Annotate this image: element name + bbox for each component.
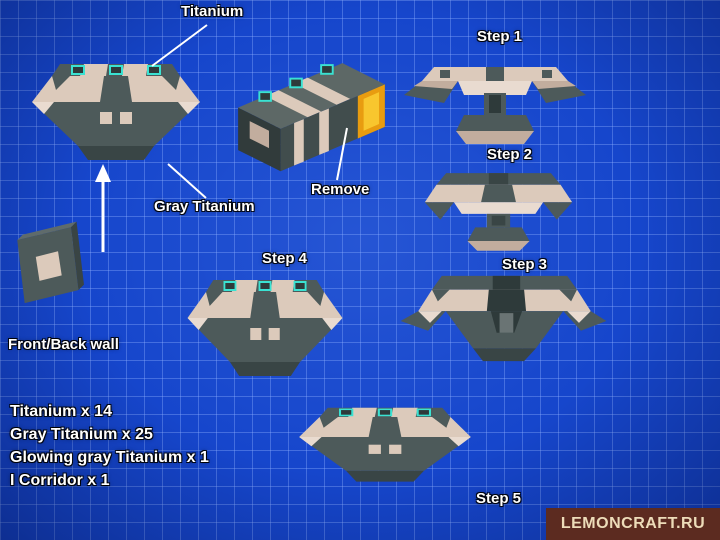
front-back-wall-label: Front/Back wall <box>8 336 119 353</box>
hull-side-body <box>238 63 385 172</box>
step4-illustration <box>186 279 344 377</box>
watermark: LEMONCRAFT.RU <box>546 508 720 540</box>
materials-item: Gray Titanium x 25 <box>10 426 153 443</box>
remove-target-block <box>357 84 385 139</box>
hull-side-remove-illustration <box>238 63 385 172</box>
step-3-label: Step 3 <box>502 256 548 273</box>
materials-item: I Corridor x 1 <box>10 472 110 489</box>
step-2-label: Step 2 <box>487 146 533 163</box>
step-4-label: Step 4 <box>262 250 308 267</box>
gray-titanium-label: Gray Titanium <box>154 198 255 215</box>
materials-item: Glowing gray Titanium x 1 <box>10 449 209 466</box>
remove-label: Remove <box>311 181 370 198</box>
step-5-label: Step 5 <box>476 490 522 507</box>
step-1-label: Step 1 <box>477 28 523 45</box>
titanium-label: Titanium <box>181 3 244 20</box>
step3-illustration <box>400 275 607 362</box>
hull-front-left-illustration <box>31 63 201 161</box>
materials-item: Titanium x 14 <box>10 403 112 420</box>
step2-illustration <box>424 173 573 251</box>
wall-block-illustration <box>17 221 84 304</box>
step5-illustration <box>298 406 472 483</box>
materials-list: Titanium x 14 Gray Titanium x 25 Glowing… <box>10 400 209 492</box>
step1-illustration <box>404 67 586 144</box>
